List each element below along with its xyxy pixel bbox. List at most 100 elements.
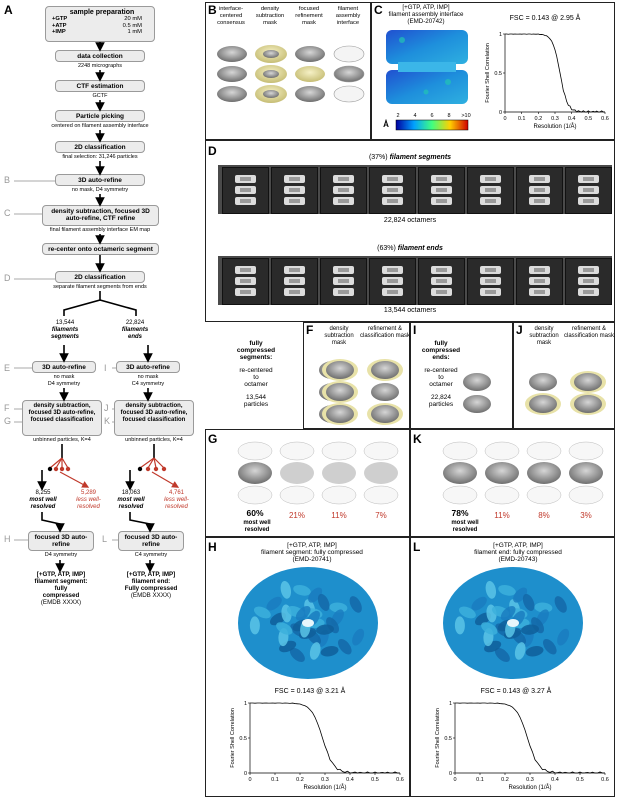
class-density-core bbox=[583, 290, 594, 294]
map-lobe bbox=[443, 462, 477, 484]
d-bot-label: filament ends bbox=[397, 245, 443, 252]
class-average bbox=[467, 258, 514, 305]
colorbar-tick: 4 bbox=[413, 113, 417, 119]
map-lobe bbox=[526, 441, 562, 461]
class-density-core bbox=[436, 268, 447, 272]
class2d-title: 2D classification bbox=[74, 144, 126, 151]
class-density-core bbox=[289, 268, 300, 272]
prep-reagent: +ATP bbox=[52, 22, 67, 29]
map-lobe bbox=[463, 395, 491, 413]
class-density-core bbox=[534, 290, 545, 294]
class-map bbox=[442, 441, 478, 505]
colorbar-tick: 2 bbox=[396, 113, 400, 119]
i-t1: fully bbox=[434, 340, 448, 347]
right-count: 22,824 filaments ends bbox=[110, 320, 160, 341]
picking-sub: centered on filament assembly interface bbox=[51, 123, 149, 129]
left-best: 8,255 most well resolved bbox=[18, 490, 68, 511]
map-lobe bbox=[280, 462, 314, 484]
panel-gk-maps bbox=[237, 441, 604, 505]
panel-i bbox=[410, 322, 513, 429]
helix bbox=[316, 624, 335, 635]
j-label-2: refinement & classification mask bbox=[564, 326, 615, 339]
g-best-1: most well bbox=[243, 520, 271, 526]
tag-d: D bbox=[4, 273, 11, 283]
class-map bbox=[279, 441, 315, 505]
class-average bbox=[271, 258, 318, 305]
panel-b-map bbox=[255, 45, 287, 103]
data-collection-title: data collection bbox=[77, 53, 123, 60]
map-lobe bbox=[217, 46, 247, 62]
class-average bbox=[369, 258, 416, 305]
fsc-curve bbox=[455, 702, 605, 774]
class-average-image bbox=[235, 175, 256, 205]
map-lobe bbox=[371, 383, 399, 401]
panel-b-label: density subtraction mask bbox=[255, 6, 285, 26]
panel-c-fsc: FSC = 0.143 @ 2.95 Å bbox=[509, 15, 581, 22]
class-average-image bbox=[578, 175, 599, 205]
g-percentage: 11% bbox=[331, 511, 347, 520]
ctf-sub: GCTF bbox=[92, 93, 108, 99]
g-best-2: resolved bbox=[244, 527, 270, 533]
e-s2: to bbox=[253, 374, 259, 381]
panel-k bbox=[410, 429, 615, 537]
left-final-1: [+GTP, ATP, IMP] bbox=[36, 571, 86, 578]
class-density-core bbox=[240, 268, 251, 272]
class-map bbox=[484, 441, 520, 505]
helix bbox=[471, 596, 487, 611]
fsc-xtick: 0.3 bbox=[321, 777, 329, 783]
map-lobe bbox=[574, 373, 602, 391]
class-density-core bbox=[338, 290, 349, 294]
h-t1: [+GTP, ATP, IMP] bbox=[287, 542, 337, 549]
left-focused-title: focused 3D auto-refine bbox=[34, 534, 88, 548]
helix bbox=[253, 606, 271, 619]
right-final: [+GTP, ATP, IMP] filament end: Fully com… bbox=[110, 571, 192, 599]
fsc-ytick: 0.5 bbox=[444, 736, 452, 742]
colorbar-tick: >10 bbox=[461, 113, 471, 119]
right-best: 18,063 most well resolved bbox=[106, 490, 156, 511]
panel-b-label: interface-centered consensus bbox=[217, 6, 245, 26]
class-density-core bbox=[583, 279, 594, 283]
left-less-l1: less well- bbox=[76, 497, 101, 503]
class-average-image bbox=[431, 175, 452, 205]
map-lobe bbox=[484, 485, 520, 505]
class-density-core bbox=[387, 279, 398, 283]
panel-b-map bbox=[295, 46, 325, 102]
e-n1: 13,544 bbox=[246, 394, 266, 401]
helix bbox=[514, 642, 526, 660]
class-density-core bbox=[240, 177, 251, 181]
tag-k: K bbox=[104, 416, 111, 426]
panel-h-letter: H bbox=[208, 540, 217, 554]
refine-b-sub: no mask, D4 symmetry bbox=[71, 187, 129, 193]
e-s3: octamer bbox=[244, 381, 268, 388]
right-focused-title: focused 3D auto-refine bbox=[124, 534, 178, 548]
class-density-core bbox=[387, 268, 398, 272]
class2d-sub: final selection: 31,246 particles bbox=[62, 154, 138, 160]
g-percentage: 60% bbox=[246, 508, 264, 518]
class-average-image bbox=[333, 266, 354, 296]
panel-f-letter: F bbox=[306, 323, 314, 337]
class2d-d-title: 2D classification bbox=[74, 274, 126, 281]
map-lobe bbox=[263, 90, 279, 98]
class-density-core bbox=[436, 188, 447, 192]
panel-j bbox=[513, 322, 615, 429]
panel-l bbox=[410, 537, 615, 797]
right-less-l2: resolved bbox=[165, 504, 188, 510]
e-s1: re-centered bbox=[239, 367, 273, 374]
panel-i-letter: I bbox=[413, 323, 417, 337]
ctf-title: CTF estimation bbox=[76, 83, 124, 90]
helix bbox=[534, 602, 553, 613]
map-lobe bbox=[569, 462, 603, 484]
d-bot-header: (63%) filament ends bbox=[290, 245, 530, 252]
class-average-image bbox=[382, 266, 403, 296]
tag-f: F bbox=[4, 403, 10, 413]
class-density-core bbox=[240, 290, 251, 294]
e-n2: particles bbox=[243, 401, 269, 408]
fsc-xtick: 0.1 bbox=[518, 116, 526, 122]
tag-e: E bbox=[4, 363, 11, 373]
right-refine-title: 3D auto-refine bbox=[126, 364, 170, 371]
helix bbox=[249, 616, 260, 635]
k-best-2: resolved bbox=[452, 527, 478, 533]
